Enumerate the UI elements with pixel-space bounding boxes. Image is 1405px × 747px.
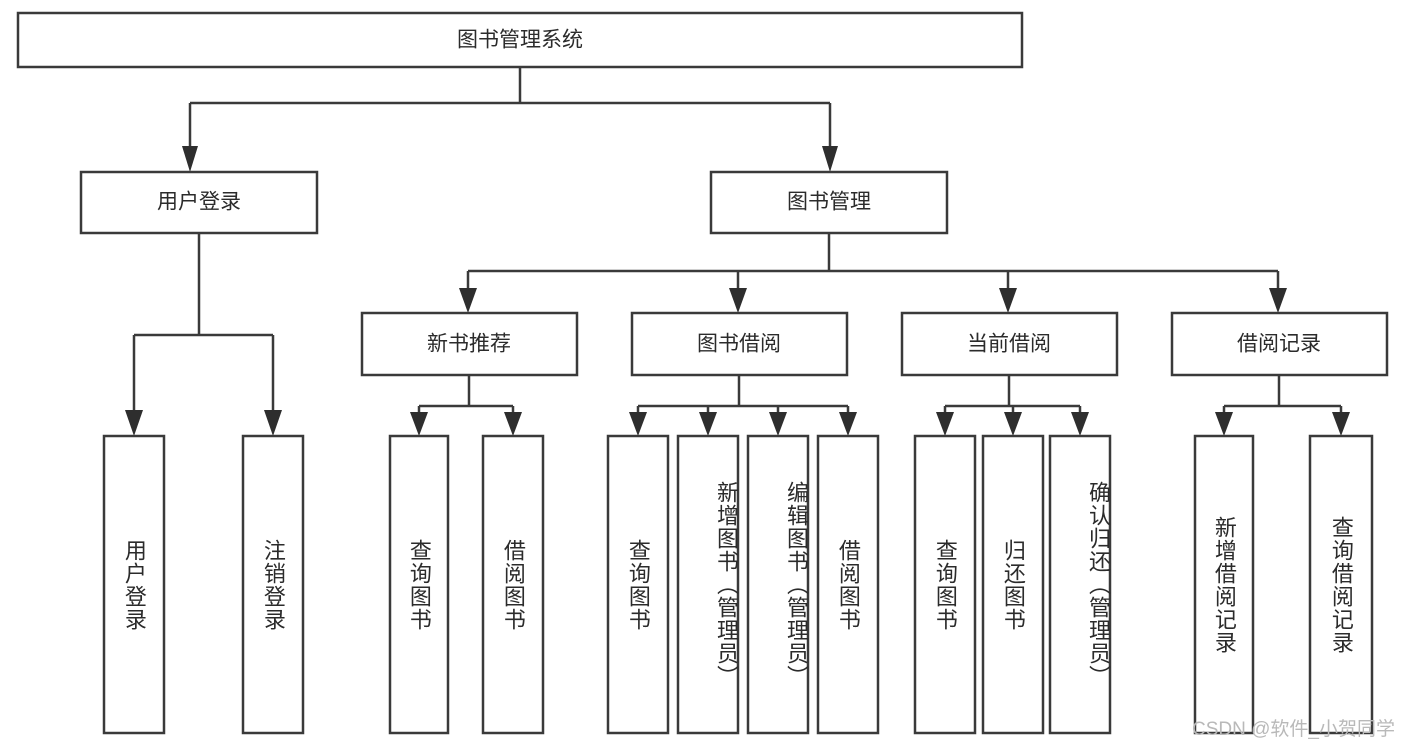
connector-group-book-manage	[459, 233, 1287, 313]
node-leaf-query-borrow-record-box[interactable]	[1308, 434, 1374, 735]
arrow-head-icon	[504, 412, 522, 436]
arrow-head-icon	[699, 412, 717, 436]
node-book-borrow-label: 图书借阅	[697, 333, 781, 356]
connector-group-book-borrow	[629, 375, 857, 436]
arrow-head-icon	[264, 410, 282, 436]
node-book-borrow[interactable]: 图书借阅	[630, 311, 849, 377]
node-borrow-record-label: 借阅记录	[1237, 333, 1321, 356]
node-book-manage-label: 图书管理	[787, 191, 871, 214]
arrow-head-icon	[125, 410, 143, 436]
node-book-manage[interactable]: 图书管理	[709, 170, 949, 235]
node-leaf-return-book-box[interactable]	[981, 434, 1045, 735]
node-new-book-recommend-label: 新书推荐	[427, 333, 511, 356]
connector-group-current-borrow	[936, 375, 1089, 436]
node-current-borrow-box[interactable]	[900, 311, 1119, 377]
node-user-login-box[interactable]	[79, 170, 319, 235]
node-leaf-borrow-book-2-box[interactable]	[816, 434, 880, 735]
arrow-head-icon	[1332, 412, 1350, 436]
arrow-head-icon	[729, 288, 747, 313]
arrow-head-icon	[1269, 288, 1287, 313]
arrow-head-icon	[182, 146, 198, 172]
arrow-head-icon	[936, 412, 954, 436]
arrow-head-icon	[629, 412, 647, 436]
arrow-head-icon	[769, 412, 787, 436]
node-leaf-query-book-2-box[interactable]	[606, 434, 670, 735]
node-leaf-user-login-box[interactable]	[102, 434, 166, 735]
arrow-head-icon	[1004, 412, 1022, 436]
node-leaf-confirm-return-admin-box[interactable]	[1048, 434, 1112, 735]
arrow-head-icon	[822, 146, 838, 172]
connector-group-borrow-record	[1215, 375, 1350, 436]
node-leaf-logout-login-box[interactable]	[241, 434, 305, 735]
connector-group-user-login	[125, 233, 282, 436]
node-borrow-record-box[interactable]	[1170, 311, 1389, 377]
node-current-borrow[interactable]: 当前借阅	[900, 311, 1119, 377]
node-root[interactable]: 图书管理系统	[16, 11, 1024, 69]
node-leaf-edit-book-admin-box[interactable]	[746, 434, 810, 735]
node-root-label: 图书管理系统	[457, 29, 583, 52]
node-user-login-label: 用户登录	[157, 191, 241, 214]
arrow-head-icon	[1071, 412, 1089, 436]
node-leaf-query-book-3-box[interactable]	[913, 434, 977, 735]
node-book-borrow-box[interactable]	[630, 311, 849, 377]
arrow-head-icon	[999, 288, 1017, 313]
connector-group-root	[182, 67, 838, 172]
node-borrow-record[interactable]: 借阅记录	[1170, 311, 1389, 377]
arrow-head-icon	[410, 412, 428, 436]
node-user-login[interactable]: 用户登录	[79, 170, 319, 235]
node-leaf-add-book-admin-box[interactable]	[676, 434, 740, 735]
arrow-head-icon	[1215, 412, 1233, 436]
node-leaf-query-book-1-box[interactable]	[388, 434, 450, 735]
arrow-head-icon	[459, 288, 477, 313]
node-leaf-add-borrow-record-box[interactable]	[1193, 434, 1255, 735]
leaf-boxes-group	[102, 434, 1374, 735]
node-root-box[interactable]	[16, 11, 1024, 69]
connector-group-new-book-recommend	[410, 375, 522, 436]
node-current-borrow-label: 当前借阅	[967, 333, 1051, 356]
node-book-manage-box[interactable]	[709, 170, 949, 235]
node-new-book-recommend[interactable]: 新书推荐	[360, 311, 579, 377]
node-new-book-recommend-box[interactable]	[360, 311, 579, 377]
arrow-head-icon	[839, 412, 857, 436]
node-leaf-borrow-book-1-box[interactable]	[481, 434, 545, 735]
